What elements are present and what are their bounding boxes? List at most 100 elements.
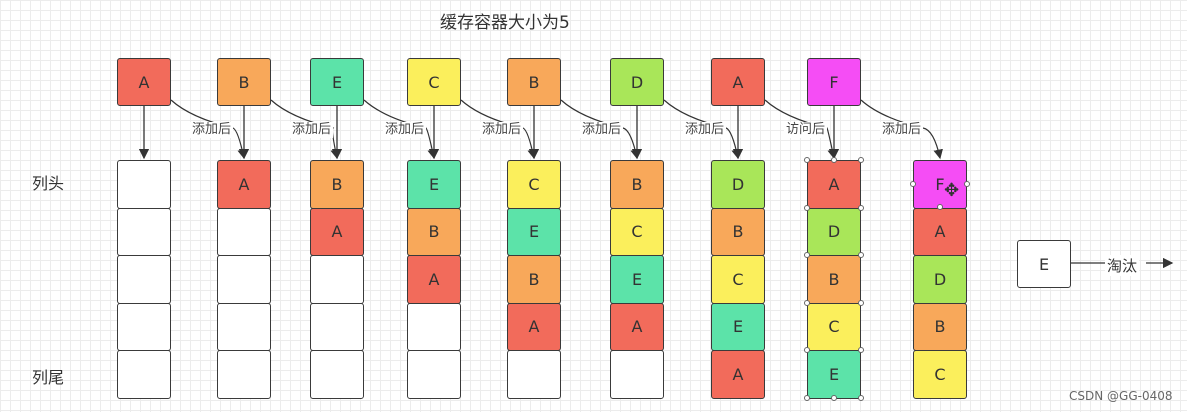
queue-cell-label: B xyxy=(528,269,540,289)
queue-cell: B xyxy=(507,255,561,304)
evicted-node: E xyxy=(1017,240,1071,288)
incoming-node-label: C xyxy=(428,72,440,92)
incoming-node: B xyxy=(217,58,271,106)
move-cursor-icon: ✥ xyxy=(944,180,960,201)
selection-handle xyxy=(910,181,916,187)
incoming-node: F xyxy=(807,58,861,106)
selection-handle xyxy=(964,181,970,187)
queue-cell-empty xyxy=(117,160,171,209)
queue-cell: D xyxy=(807,207,861,256)
incoming-node-label: B xyxy=(528,72,540,92)
queue-cell-label: A xyxy=(828,174,840,194)
selection-handle xyxy=(804,299,810,306)
selection-handle xyxy=(804,157,810,163)
queue-cell: E xyxy=(610,255,664,304)
evicted-node-label: E xyxy=(1038,254,1050,274)
queue-cell: B xyxy=(610,160,664,209)
transition-label: 添加后 xyxy=(383,122,427,138)
incoming-node-label: F xyxy=(829,72,839,92)
incoming-node: C xyxy=(407,58,461,106)
queue-cell: A xyxy=(807,160,861,209)
incoming-node-label: A xyxy=(138,72,150,92)
selection-handle xyxy=(858,157,864,163)
incoming-node: D xyxy=(610,58,664,106)
selection-handle xyxy=(858,204,864,211)
queue-cell-label: F xyxy=(935,174,945,194)
queue-cell: A xyxy=(217,160,271,209)
evict-label: 淘汰 xyxy=(1105,255,1140,276)
queue-cell: A xyxy=(610,302,664,351)
queue-cell-empty xyxy=(310,350,364,399)
transition-label: 添加后 xyxy=(683,122,727,138)
transition-label: 添加后 xyxy=(480,122,524,138)
incoming-node: A xyxy=(711,58,765,106)
queue-cell: C xyxy=(610,207,664,256)
queue-cell: B xyxy=(711,207,765,256)
queue-cell: B xyxy=(913,302,967,351)
queue-cell-label: E xyxy=(428,174,440,194)
incoming-node-label: A xyxy=(732,72,744,92)
selection-handle xyxy=(858,347,864,353)
queue-cell-label: B xyxy=(631,174,643,194)
incoming-node: A xyxy=(117,58,171,106)
incoming-node: E xyxy=(310,58,364,106)
queue-cell-label: C xyxy=(528,174,540,194)
queue-cell: A xyxy=(913,207,967,256)
queue-cell-label: E xyxy=(528,222,540,242)
queue-cell: D xyxy=(711,160,765,209)
queue-cell-empty xyxy=(407,350,461,399)
selection-handle xyxy=(804,204,810,211)
queue-cell: D xyxy=(913,255,967,304)
queue-cell: E xyxy=(407,160,461,209)
queue-cell-empty xyxy=(310,255,364,304)
queue-cell-label: D xyxy=(933,269,947,289)
queue-cell-label: B xyxy=(934,317,946,337)
queue-cell-label: B xyxy=(331,174,343,194)
queue-cell: A xyxy=(407,255,461,304)
queue-cell: E xyxy=(507,207,561,256)
queue-cell: C xyxy=(913,350,967,399)
queue-cell: A xyxy=(507,302,561,351)
queue-cell: B xyxy=(310,160,364,209)
queue-cell-label: A xyxy=(428,269,440,289)
queue-cell: A xyxy=(711,350,765,399)
incoming-node-label: B xyxy=(238,72,250,92)
queue-cell-empty xyxy=(117,302,171,351)
incoming-node-label: E xyxy=(331,72,343,92)
queue-cell-empty xyxy=(117,255,171,304)
transition-label: 访问后 xyxy=(784,122,828,138)
selection-handle xyxy=(858,299,864,306)
queue-cell-empty xyxy=(217,255,271,304)
selection-handle xyxy=(831,394,837,401)
selection-handle xyxy=(804,394,810,401)
queue-cell-label: A xyxy=(528,317,540,337)
queue-cell-label: B xyxy=(428,222,440,242)
queue-cell-empty xyxy=(217,207,271,256)
selection-handle xyxy=(937,204,943,210)
queue-head-label: 列头 xyxy=(32,174,65,193)
transition-label: 添加后 xyxy=(290,122,334,138)
queue-cell: C xyxy=(807,302,861,351)
diagram-title: 缓存容器大小为5 xyxy=(440,13,570,33)
incoming-node: B xyxy=(507,58,561,106)
queue-cell: B xyxy=(407,207,461,256)
queue-cell-label: A xyxy=(934,222,946,242)
transition-label: 添加后 xyxy=(190,122,234,138)
queue-cell-empty xyxy=(117,207,171,256)
queue-cell-label: A xyxy=(238,174,250,194)
queue-cell-empty xyxy=(310,302,364,351)
transition-label: 添加后 xyxy=(580,122,624,138)
transition-label: 添加后 xyxy=(880,122,924,138)
queue-cell-label: B xyxy=(732,222,744,242)
queue-cell-label: A xyxy=(331,222,343,242)
queue-cell-label: C xyxy=(828,317,840,337)
queue-cell: E xyxy=(711,302,765,351)
queue-tail-label: 列尾 xyxy=(32,368,65,387)
queue-cell-label: B xyxy=(828,269,840,289)
queue-cell-empty xyxy=(217,350,271,399)
queue-cell-empty xyxy=(117,350,171,399)
selection-handle xyxy=(831,157,837,163)
queue-cell: C xyxy=(711,255,765,304)
queue-cell-label: E xyxy=(631,269,643,289)
